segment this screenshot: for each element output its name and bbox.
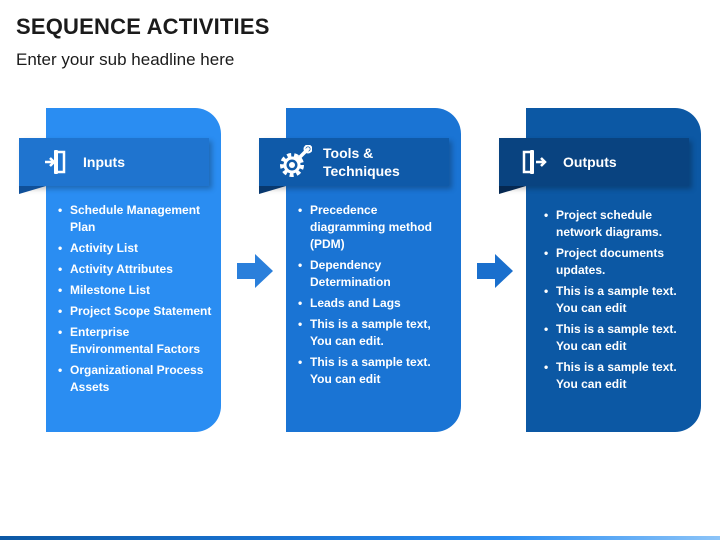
list-item: This is a sample text. You can edit xyxy=(544,283,693,317)
arrow-right-icon xyxy=(477,254,513,288)
gear-wrench-icon xyxy=(273,145,317,179)
label-line: Tools & xyxy=(323,145,374,161)
inputs-header-fold xyxy=(19,186,46,194)
list-item: Project schedule network diagrams. xyxy=(544,207,693,241)
outputs-label: Outputs xyxy=(563,154,617,170)
page-subtitle: Enter your sub headline here xyxy=(16,50,235,69)
list-item: This is a sample text. You can edit xyxy=(544,321,693,355)
list-item: Schedule Management Plan xyxy=(58,202,213,236)
list-item: Organizational Process Assets xyxy=(58,362,213,396)
tools-techniques-header: Tools & Techniques xyxy=(259,138,449,186)
tools-techniques-card: Tools & Techniques Precedence diagrammin… xyxy=(259,108,461,432)
list-item: Enterprise Environmental Factors xyxy=(58,324,213,358)
page-title: SEQUENCE ACTIVITIES xyxy=(16,14,270,39)
inputs-label: Inputs xyxy=(83,154,125,170)
list-item: Activity List xyxy=(58,240,213,257)
list-item: Activity Attributes xyxy=(58,261,213,278)
sign-in-icon xyxy=(33,150,77,174)
list-item: This is a sample text, You can edit. xyxy=(298,316,453,350)
list-item: Leads and Lags xyxy=(298,295,453,312)
list-item: Dependency Determination xyxy=(298,257,453,291)
list-item: This is a sample text. You can edit xyxy=(298,354,453,388)
list-item: Project Scope Statement xyxy=(58,303,213,320)
inputs-header: Inputs xyxy=(19,138,209,186)
outputs-header: Outputs xyxy=(499,138,689,186)
outputs-list: Project schedule network diagrams. Proje… xyxy=(544,207,693,397)
inputs-list: Schedule Management Plan Activity List A… xyxy=(58,202,213,400)
arrow-right-icon xyxy=(237,254,273,288)
label-line: Techniques xyxy=(323,163,400,179)
bottom-accent-bar xyxy=(0,536,720,540)
tools-techniques-label: Tools & Techniques xyxy=(323,144,400,180)
list-item: Precedence diagramming method (PDM) xyxy=(298,202,453,253)
outputs-card: Outputs Project schedule network diagram… xyxy=(499,108,701,432)
list-item: Project documents updates. xyxy=(544,245,693,279)
list-item: Milestone List xyxy=(58,282,213,299)
list-item: This is a sample text. You can edit xyxy=(544,359,693,393)
outputs-header-fold xyxy=(499,186,526,194)
tools-list: Precedence diagramming method (PDM) Depe… xyxy=(298,202,453,392)
tools-header-fold xyxy=(259,186,286,194)
sign-out-icon xyxy=(513,150,557,174)
inputs-card: Inputs Schedule Management Plan Activity… xyxy=(19,108,221,432)
